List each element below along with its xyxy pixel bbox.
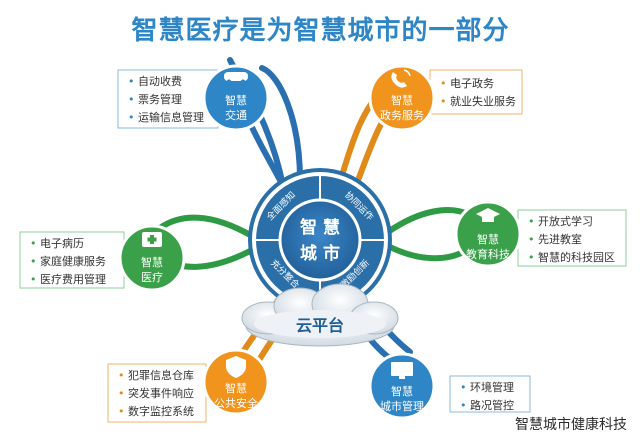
list-transport: 自动收费 票务管理 运输信息管理	[128, 73, 204, 127]
list-item: 路况管控	[460, 397, 514, 415]
list-item: 先进教室	[528, 231, 615, 249]
watermark: 智慧城市健康科技	[515, 417, 627, 433]
monitor-icon	[391, 362, 413, 379]
list-item: 运输信息管理	[128, 109, 204, 127]
car-icon	[224, 72, 248, 85]
node-security-l2: 公共安全	[214, 396, 258, 410]
list-item: 票务管理	[128, 91, 204, 109]
node-gov: 智慧 政务服务	[368, 64, 436, 132]
node-security: 智慧 公共安全	[202, 348, 270, 416]
node-medical-l2: 医疗	[141, 270, 163, 284]
node-city-l2: 城市管理	[380, 399, 424, 413]
node-city: 智慧 城市管理	[368, 352, 436, 420]
list-city: 环境管理 路况管控	[460, 379, 514, 415]
node-gov-l2: 政务服务	[380, 108, 424, 122]
list-item: 数字监控系统	[118, 403, 194, 421]
hub-center-top: 智 慧	[300, 217, 340, 238]
node-edu-l2: 教育科技	[466, 247, 510, 261]
list-security: 犯罪信息仓库 突发事件响应 数字监控系统	[118, 367, 194, 421]
list-item: 犯罪信息仓库	[118, 367, 194, 385]
medical-kit-icon	[142, 232, 162, 247]
police-badge-icon	[226, 356, 246, 378]
node-transport: 智慧 交通	[202, 64, 270, 132]
list-edu: 开放式学习 先进教室 智慧的科技园区	[528, 213, 615, 267]
node-medical-l1: 智慧	[141, 255, 163, 269]
node-city-l1: 智慧	[391, 384, 413, 398]
node-edu: 智慧 教育科技	[454, 200, 522, 268]
list-gov: 电子政务 就业失业服务	[440, 75, 516, 111]
graduation-cap-icon	[476, 208, 500, 222]
hub: 智 慧 城 市 全面感知 协同运作 激励创新 充分整合	[248, 168, 392, 312]
list-item: 家庭健康服务	[30, 253, 106, 271]
list-item: 自动收费	[128, 73, 204, 91]
node-gov-l1: 智慧	[391, 93, 413, 107]
list-item: 电子病历	[30, 235, 106, 253]
node-security-l1: 智慧	[225, 381, 247, 395]
list-item: 突发事件响应	[118, 385, 194, 403]
list-item: 开放式学习	[528, 213, 615, 231]
list-item: 就业失业服务	[440, 93, 516, 111]
node-transport-l1: 智慧	[225, 93, 247, 107]
page-title: 智慧医疗是为智慧城市的一部分	[131, 16, 510, 46]
node-transport-l2: 交通	[225, 108, 247, 122]
list-item: 智慧的科技园区	[528, 249, 615, 267]
phone-signal-icon	[391, 69, 411, 88]
list-item: 环境管理	[460, 379, 514, 397]
node-edu-l1: 智慧	[477, 232, 499, 246]
list-item: 电子政务	[440, 75, 516, 93]
node-medical: 智慧 医疗	[118, 224, 186, 292]
cloud: 云平台	[241, 283, 399, 347]
cloud-label: 云平台	[296, 316, 344, 335]
list-medical: 电子病历 家庭健康服务 医疗费用管理	[30, 235, 106, 289]
list-item: 医疗费用管理	[30, 271, 106, 289]
hub-center-bottom: 城 市	[300, 243, 340, 264]
